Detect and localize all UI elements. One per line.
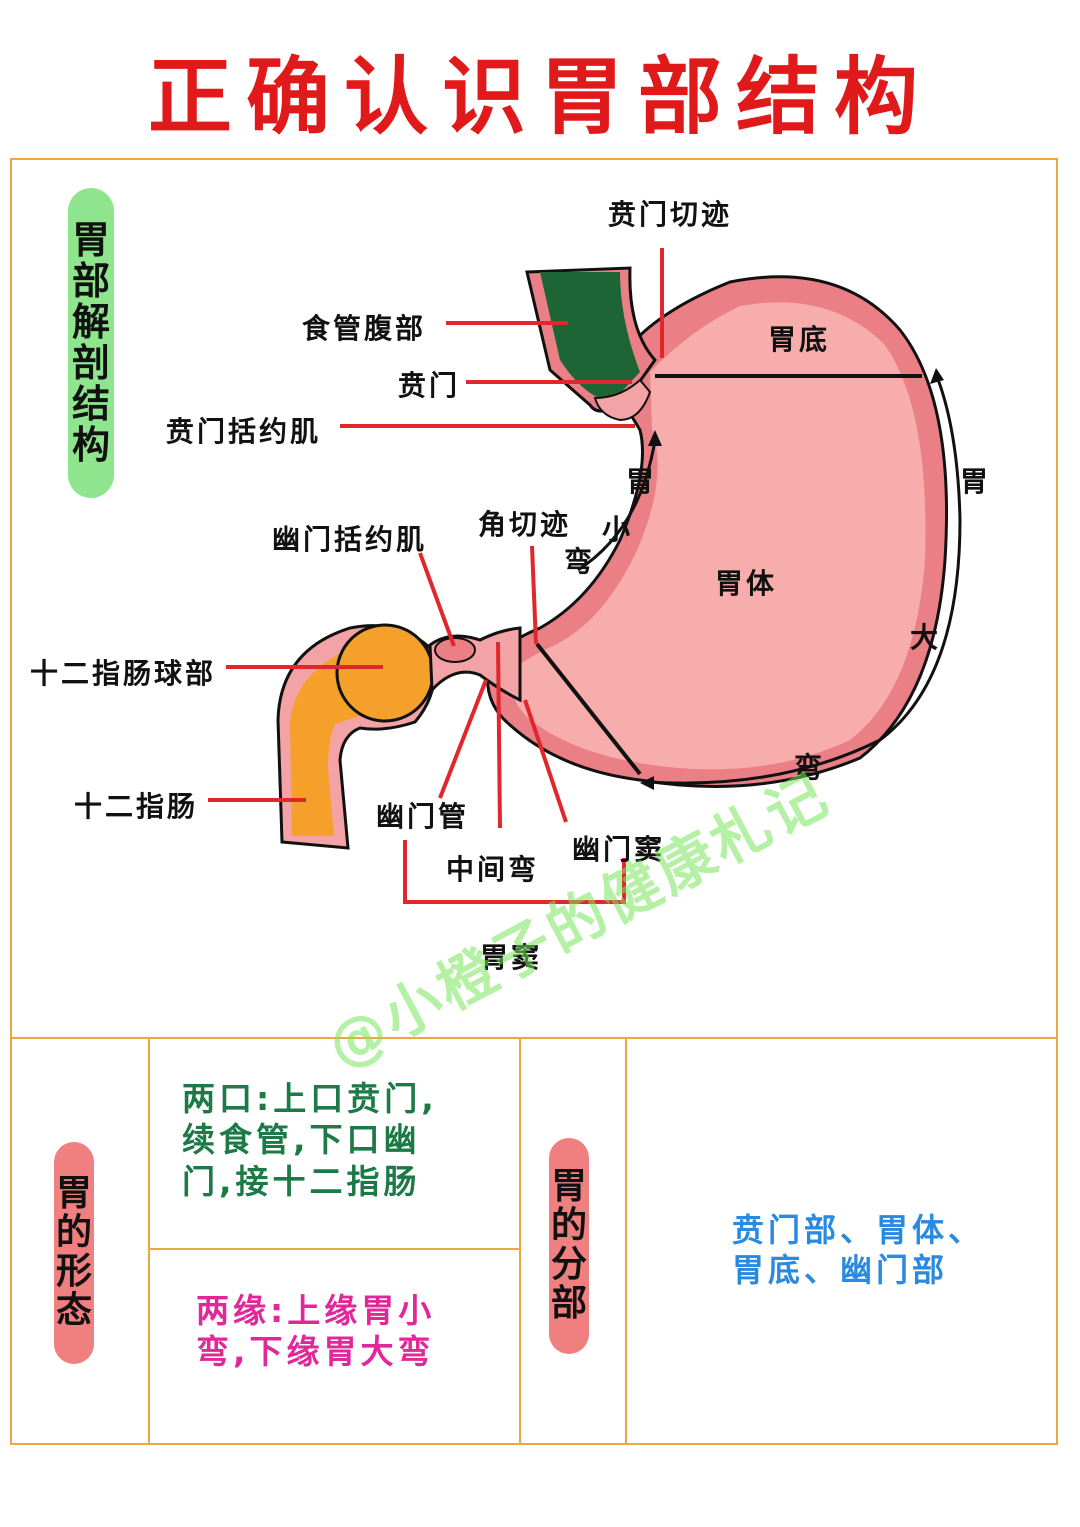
margins-note: 两缘:上缘胃小 弯,下缘胃大弯 bbox=[196, 1290, 435, 1373]
label-greater-curvature-2: 大 bbox=[910, 616, 938, 656]
greater-arrow-head-top bbox=[930, 368, 944, 384]
shape-section-label: 胃 的 形 态 bbox=[54, 1142, 94, 1364]
label-cardiac-sphincter: 贲门括约肌 bbox=[166, 410, 321, 450]
label-fundus: 胃底 bbox=[768, 318, 830, 358]
label-lesser-curvature-1: 胃 bbox=[626, 460, 654, 500]
pylorus-shape bbox=[430, 628, 520, 700]
label-body: 胃体 bbox=[715, 562, 777, 602]
label-pyloric-canal: 幽门管 bbox=[376, 795, 469, 835]
label-lesser-curvature-2: 小 bbox=[602, 508, 630, 548]
label-intermediate-sulcus: 中间弯 bbox=[446, 848, 539, 888]
label-lesser-curvature-3: 弯 bbox=[564, 540, 592, 580]
label-cardiac-notch: 贲门切迹 bbox=[608, 193, 732, 233]
openings-note: 两口:上口贲门, 续食管,下口幽 门,接十二指肠 bbox=[182, 1078, 438, 1202]
label-greater-curvature-1: 胃 bbox=[960, 460, 988, 500]
pyloric-sphincter-ring bbox=[435, 638, 475, 662]
label-angular-notch: 角切迹 bbox=[478, 503, 571, 543]
pointer-pyloric-canal bbox=[440, 680, 486, 798]
duodenal-bulb-shape bbox=[337, 625, 433, 721]
label-duodenum: 十二指肠 bbox=[74, 785, 198, 825]
pointer-pyloric-sphincter bbox=[420, 553, 454, 646]
label-cardia: 贲门 bbox=[398, 364, 460, 404]
label-abdominal-esophagus: 食管腹部 bbox=[302, 307, 426, 347]
parts-note: 贲门部、胃体、 胃底、幽门部 bbox=[732, 1210, 984, 1290]
parts-section-label: 胃 的 分 部 bbox=[549, 1138, 589, 1354]
label-pyloric-sphincter: 幽门括约肌 bbox=[272, 518, 427, 558]
pointer-angular-notch bbox=[532, 546, 536, 644]
pointer-intermediate-sulcus bbox=[498, 642, 500, 828]
label-duodenal-bulb: 十二指肠球部 bbox=[30, 652, 216, 692]
